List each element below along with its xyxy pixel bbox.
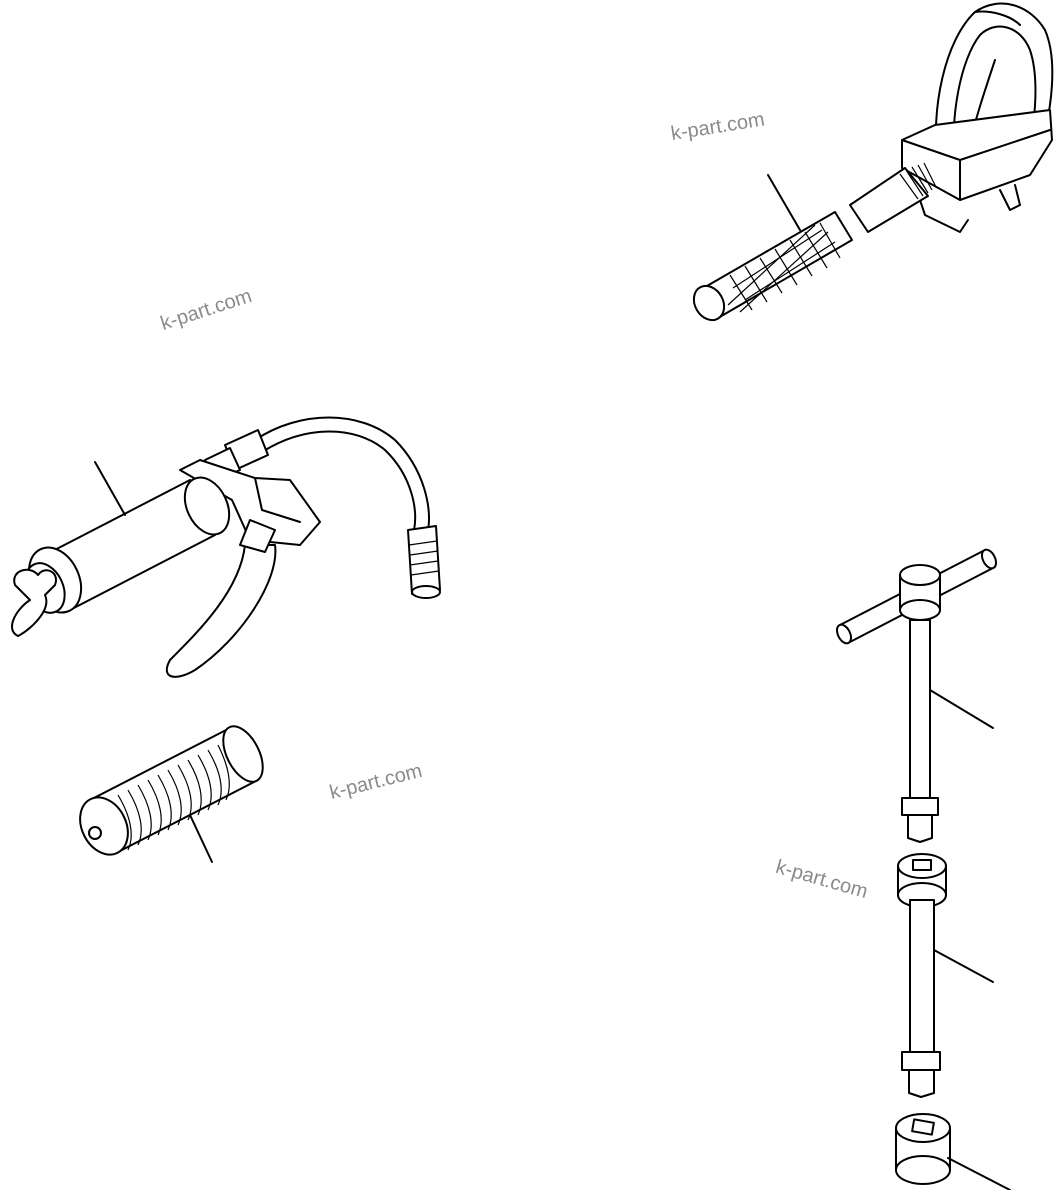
t-handle-wrench bbox=[835, 548, 998, 843]
grease-cartridge bbox=[79, 725, 264, 863]
grease-gun bbox=[11, 416, 441, 678]
extension-bar bbox=[897, 853, 994, 1098]
knurled-handle-tool bbox=[692, 2, 1054, 322]
socket bbox=[895, 1113, 1011, 1190]
